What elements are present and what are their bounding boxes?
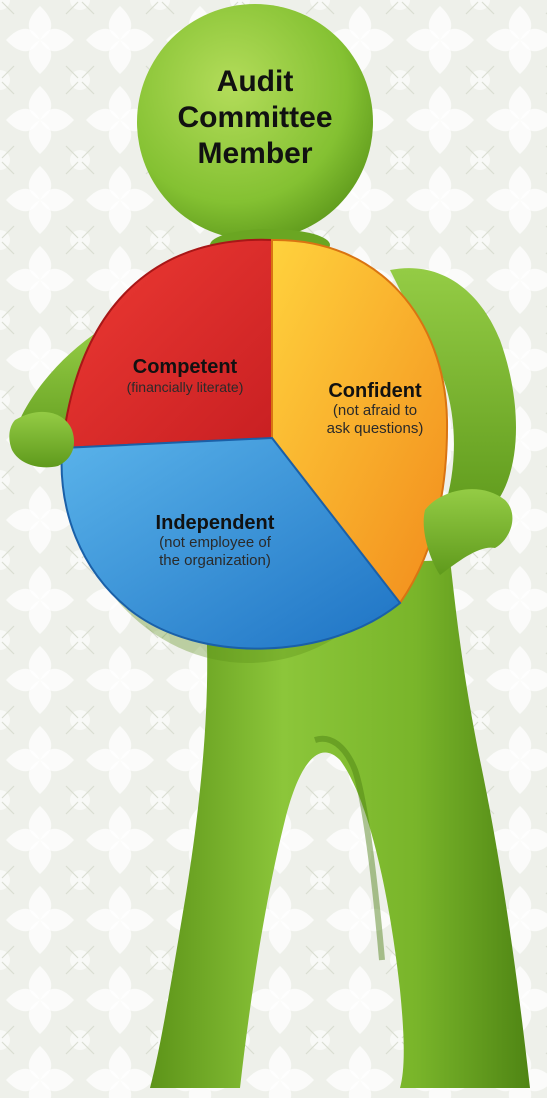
title-line-3: Member	[197, 137, 313, 170]
head	[137, 4, 373, 240]
left-hand	[9, 411, 75, 468]
slice-description-line: (not employee of	[159, 534, 271, 551]
title-line-2: Committee	[177, 101, 333, 134]
pie-slice-independent	[60, 436, 402, 650]
trait-pie	[60, 238, 449, 663]
figure-title: Audit Committee Member	[160, 64, 350, 172]
figure-body	[150, 560, 530, 1088]
slice-label-independent: Independent (not employee of the organiz…	[120, 512, 310, 570]
pie-slice-competent	[60, 238, 273, 450]
slice-name: Confident	[328, 380, 422, 402]
slice-label-competent: Competent (financially literate)	[90, 356, 280, 396]
slice-description-line: ask questions)	[326, 420, 424, 437]
slice-description-line: the organization)	[159, 552, 271, 569]
slice-description: (financially literate)	[126, 379, 244, 395]
pie-slice-confident	[271, 238, 449, 605]
slice-name: Independent	[155, 512, 275, 534]
slice-name: Competent	[132, 356, 238, 378]
right-hand	[423, 489, 513, 575]
slice-description-line: (not afraid to	[332, 402, 418, 419]
title-line-1: Audit	[216, 65, 294, 98]
slice-label-confident: Confident (not afraid to ask questions)	[300, 380, 450, 438]
